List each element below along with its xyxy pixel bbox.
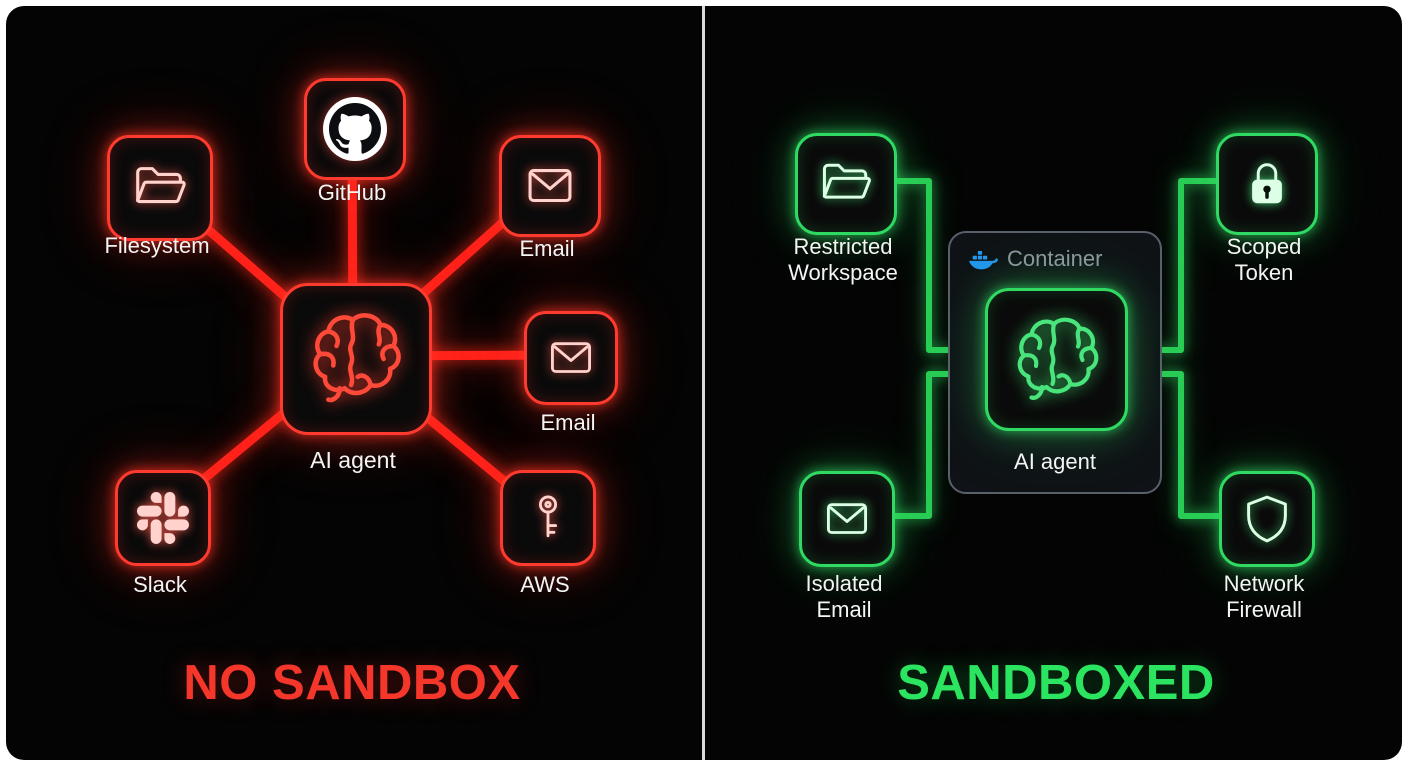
envelope-icon bbox=[827, 503, 867, 534]
node-filesystem-label: Filesystem bbox=[104, 233, 210, 258]
node-ai-agent-sandboxed bbox=[985, 288, 1128, 431]
node-slack-label: Slack bbox=[133, 572, 187, 597]
node-restricted-workspace-label: Restricted Workspace bbox=[788, 234, 898, 286]
shield-icon bbox=[1247, 495, 1287, 543]
docker-icon bbox=[968, 251, 998, 270]
lock-icon bbox=[1252, 163, 1282, 204]
node-aws bbox=[500, 470, 596, 566]
github-icon bbox=[323, 97, 387, 161]
folder-icon bbox=[136, 167, 186, 204]
container-box: Container AI agent bbox=[948, 231, 1162, 494]
node-isolated-email-label: Isolated Email bbox=[805, 571, 883, 623]
node-ai-agent bbox=[280, 283, 432, 435]
key-icon bbox=[538, 495, 558, 538]
node-network-firewall-label: Network Firewall bbox=[1223, 571, 1305, 623]
node-email-top bbox=[499, 135, 601, 237]
container-label: Container bbox=[1007, 246, 1103, 271]
brain-icon bbox=[1017, 317, 1098, 400]
node-email-right-label: Email bbox=[540, 410, 596, 435]
node-github-label: GitHub bbox=[317, 180, 387, 205]
node-isolated-email bbox=[799, 471, 895, 567]
panel-divider bbox=[702, 6, 705, 760]
envelope-icon bbox=[551, 342, 591, 373]
node-slack bbox=[115, 470, 211, 566]
node-filesystem bbox=[107, 135, 213, 241]
envelope-icon bbox=[528, 169, 572, 203]
node-ai-agent-label: AI agent bbox=[310, 447, 396, 473]
node-network-firewall bbox=[1219, 471, 1315, 567]
node-email-top-label: Email bbox=[519, 236, 575, 261]
left-panel-title: NO SANDBOX bbox=[183, 656, 521, 710]
node-ai-agent-sandboxed-label: AI agent bbox=[1014, 449, 1096, 474]
container-header: Container bbox=[968, 246, 1102, 272]
node-scoped-token-label: Scoped Token bbox=[1226, 234, 1302, 286]
slack-icon bbox=[137, 492, 189, 544]
right-panel-title: SANDBOXED bbox=[897, 656, 1215, 710]
folder-icon bbox=[822, 163, 871, 199]
node-aws-label: AWS bbox=[520, 572, 570, 597]
node-scoped-token bbox=[1216, 133, 1318, 235]
brain-icon bbox=[313, 313, 401, 403]
node-github bbox=[304, 78, 406, 180]
node-email-right bbox=[524, 311, 618, 405]
node-restricted-workspace bbox=[795, 133, 897, 235]
